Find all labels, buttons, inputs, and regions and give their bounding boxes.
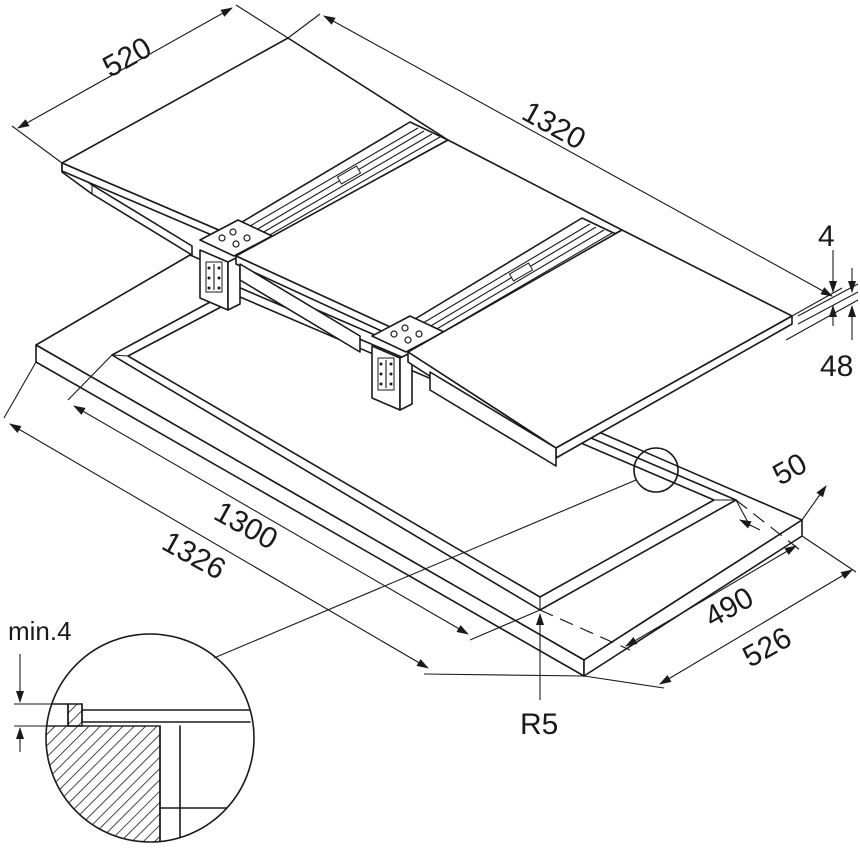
dim-corner-radius: R5 — [520, 613, 558, 741]
dim-worktop-width-label: 1326 — [157, 525, 231, 586]
dim-hob-depth-label: 520 — [97, 31, 157, 84]
dim-corner-radius-label: R5 — [520, 708, 558, 741]
detail-marker-circle — [633, 447, 679, 493]
dim-glass-thickness-label: 4 — [818, 220, 835, 253]
dim-hob-width-label: 1320 — [517, 95, 591, 156]
dim-heights: 4 48 — [785, 220, 859, 383]
support-bracket-right — [371, 345, 413, 411]
dim-worktop-depth-label: 526 — [737, 621, 797, 674]
support-bracket-left — [199, 249, 241, 311]
dim-rim-width-label: 50 — [767, 447, 812, 492]
dim-cutout-width-label: 1300 — [209, 495, 283, 556]
dim-hob-height-label: 48 — [820, 350, 853, 383]
dim-min-gap-label: min.4 — [8, 616, 72, 646]
